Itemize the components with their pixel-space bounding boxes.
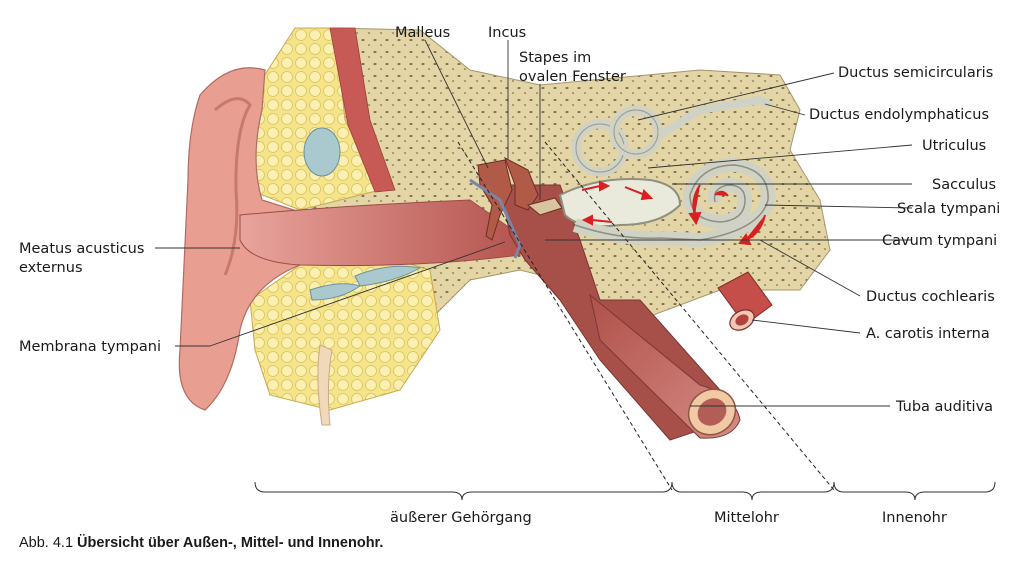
label-cavum-tympani: Cavum tympani <box>882 233 997 249</box>
region-brackets <box>254 481 996 501</box>
label-malleus: Malleus <box>395 25 450 41</box>
region-outer-label: äußerer Gehörgang <box>390 510 532 526</box>
divider-middle-inner <box>544 141 835 491</box>
label-ductus-semicircularis: Ductus semicircularis <box>838 65 993 81</box>
label-meatus-line2: externus <box>19 260 83 276</box>
region-inner-label: Innenohr <box>882 510 947 526</box>
region-middle-label: Mittelohr <box>714 510 779 526</box>
caption-title: Übersicht über Außen-, Mittel- und Innen… <box>77 535 384 551</box>
label-tuba-auditiva: Tuba auditiva <box>895 399 993 415</box>
auricle-fold <box>214 97 252 276</box>
divider-outer-middle <box>457 141 673 491</box>
earlobe-tail <box>317 344 333 426</box>
carotid-artery <box>717 271 773 331</box>
label-stapes-line1: Stapes im <box>519 50 591 66</box>
label-sacculus: Sacculus <box>932 177 996 193</box>
label-carotis: A. carotis interna <box>866 326 990 342</box>
flow-arrows <box>581 180 766 246</box>
label-ductus-endolymphaticus: Ductus endolymphaticus <box>809 107 989 123</box>
lower-cartilage-2 <box>354 265 422 287</box>
label-meatus-line1: Meatus acusticus <box>19 241 144 257</box>
label-membrana-tympani: Membrana tympani <box>19 339 161 355</box>
label-scala-tympani: Scala tympani <box>897 201 1000 217</box>
malleus-bone <box>477 159 513 241</box>
stapes-bone <box>526 197 563 216</box>
external-canal <box>239 199 521 267</box>
leader-lines <box>155 39 913 407</box>
figure-caption: Abb. 4.1 Übersicht über Außen-, Mittel- … <box>19 535 383 551</box>
incus-bone <box>504 156 539 211</box>
eardrum <box>469 178 522 259</box>
semicircular-canals <box>571 95 772 177</box>
label-utriculus: Utriculus <box>922 138 986 154</box>
upper-cartilage <box>303 127 341 177</box>
label-ductus-cochlearis: Ductus cochlearis <box>866 289 995 305</box>
label-incus: Incus <box>488 25 526 41</box>
label-stapes-line2: ovalen Fenster <box>519 69 626 85</box>
lower-fat-tissue <box>249 254 441 411</box>
temporal-muscle <box>329 27 396 193</box>
tube-lumen <box>697 398 727 426</box>
caption-number: Abb. 4.1 <box>19 535 74 551</box>
